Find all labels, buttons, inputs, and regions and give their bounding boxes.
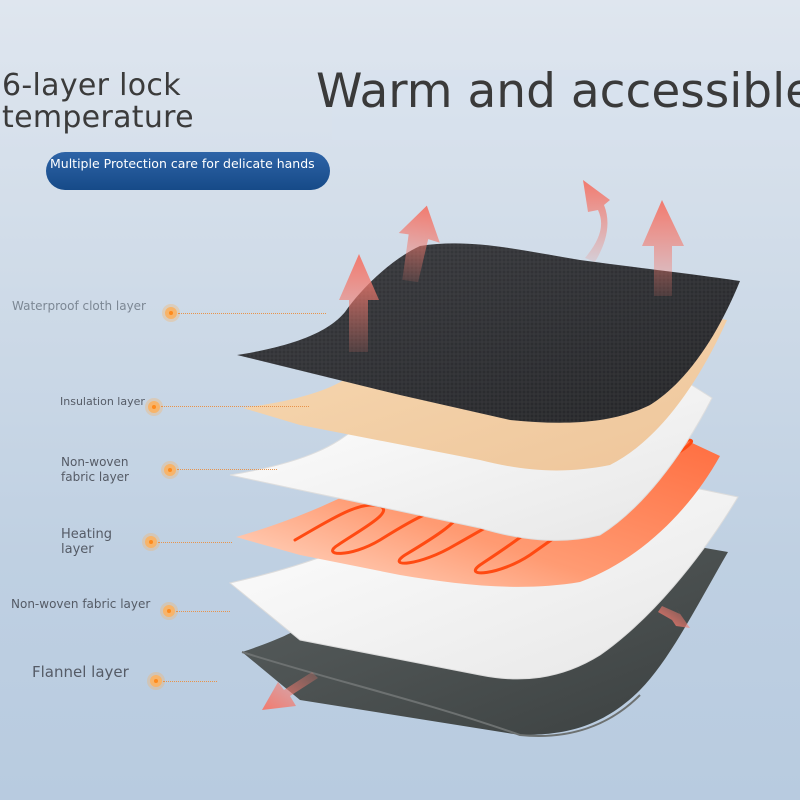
label-nonwoven-upper-line2: fabric layer xyxy=(61,470,129,484)
marker-insulation-icon xyxy=(148,401,160,413)
marker-nonwoven-upper-icon xyxy=(164,464,176,476)
leader-waterproof xyxy=(178,313,326,314)
headline-left-line1: 6-layer lock xyxy=(2,68,181,103)
label-waterproof-cloth: Waterproof cloth layer xyxy=(12,299,146,313)
marker-waterproof-icon xyxy=(165,307,177,319)
label-flannel: Flannel layer xyxy=(32,663,129,681)
label-heating: Heating layer xyxy=(61,527,112,557)
protection-badge: Multiple Protection care for delicate ha… xyxy=(46,152,330,190)
label-nonwoven-upper-line1: Non-woven xyxy=(61,455,129,469)
label-nonwoven-lower: Non-woven fabric layer xyxy=(11,597,151,611)
arrow-up-icon xyxy=(339,180,684,352)
leader-flannel xyxy=(163,681,217,682)
marker-nonwoven-lower-icon xyxy=(163,605,175,617)
headline-right-backdrop xyxy=(332,70,800,140)
label-heating-line1: Heating xyxy=(61,527,112,542)
arrow-down-left-icon xyxy=(262,606,690,710)
protection-badge-text: Multiple Protection care for delicate ha… xyxy=(50,156,315,171)
headline-right: Warm and accessible xyxy=(316,64,800,119)
leader-nonwoven-lower xyxy=(176,611,230,612)
label-insulation: Insulation layer xyxy=(60,395,145,408)
leader-heating xyxy=(158,542,232,543)
leader-insulation xyxy=(161,406,309,407)
flannel-layer-edge xyxy=(241,651,641,737)
waterproof-layer-texture xyxy=(237,243,740,423)
leader-nonwoven-upper xyxy=(177,469,277,470)
marker-heating-icon xyxy=(145,536,157,548)
label-nonwoven-upper: Non-woven fabric layer xyxy=(61,455,129,485)
headline-left: 6-layer lock temperature xyxy=(2,70,194,134)
headline-left-line2: temperature xyxy=(2,100,194,135)
marker-flannel-icon xyxy=(150,675,162,687)
label-heating-line2: layer xyxy=(61,542,94,557)
